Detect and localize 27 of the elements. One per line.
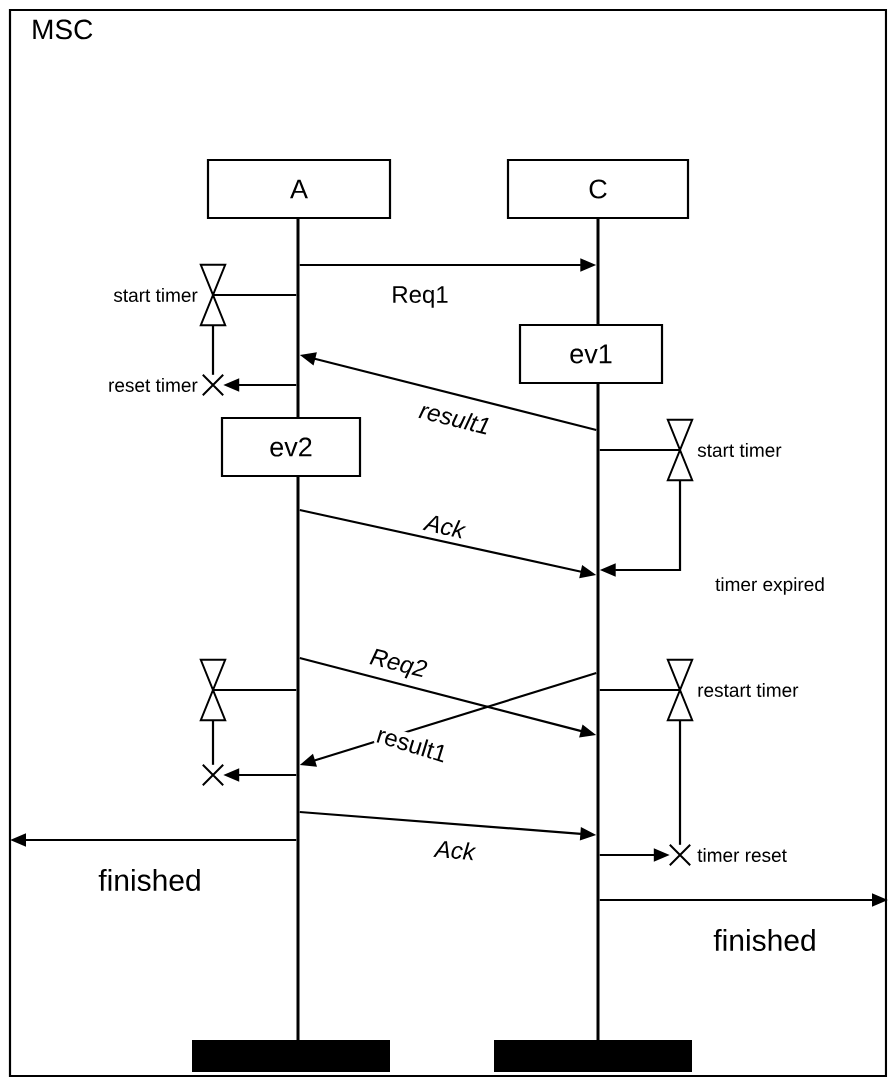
edge-label: finished — [97, 868, 203, 892]
timer-symbol — [666, 418, 694, 482]
cross-mark — [201, 373, 225, 397]
edge-label: result1 — [373, 723, 451, 765]
edge-label: timer expired — [714, 576, 826, 596]
end-bar — [192, 1040, 390, 1072]
cross-mark — [668, 843, 692, 867]
edge-label: finished — [712, 928, 818, 953]
timer-label: start timer — [113, 288, 198, 302]
edge-label: result1 — [416, 399, 494, 437]
timer-label: timer reset — [697, 848, 787, 862]
timer-symbol — [199, 658, 227, 722]
instance-box: C — [506, 158, 690, 220]
event-box: ev2 — [220, 416, 362, 478]
timer-label: start timer — [697, 443, 782, 457]
edge-label: Ack — [433, 838, 477, 862]
timer-label: reset timer — [109, 378, 198, 392]
cross-mark — [201, 763, 225, 787]
end-bar — [494, 1040, 692, 1072]
timer-symbol — [199, 263, 227, 327]
event-box: ev1 — [518, 323, 664, 385]
edge-label: Req1 — [390, 285, 450, 309]
edge-label: Ack — [422, 511, 468, 541]
timer-label: restart timer — [698, 683, 799, 697]
instance-box: A — [206, 158, 392, 220]
timer-symbol — [666, 658, 694, 722]
edge-label: Req2 — [366, 646, 430, 684]
